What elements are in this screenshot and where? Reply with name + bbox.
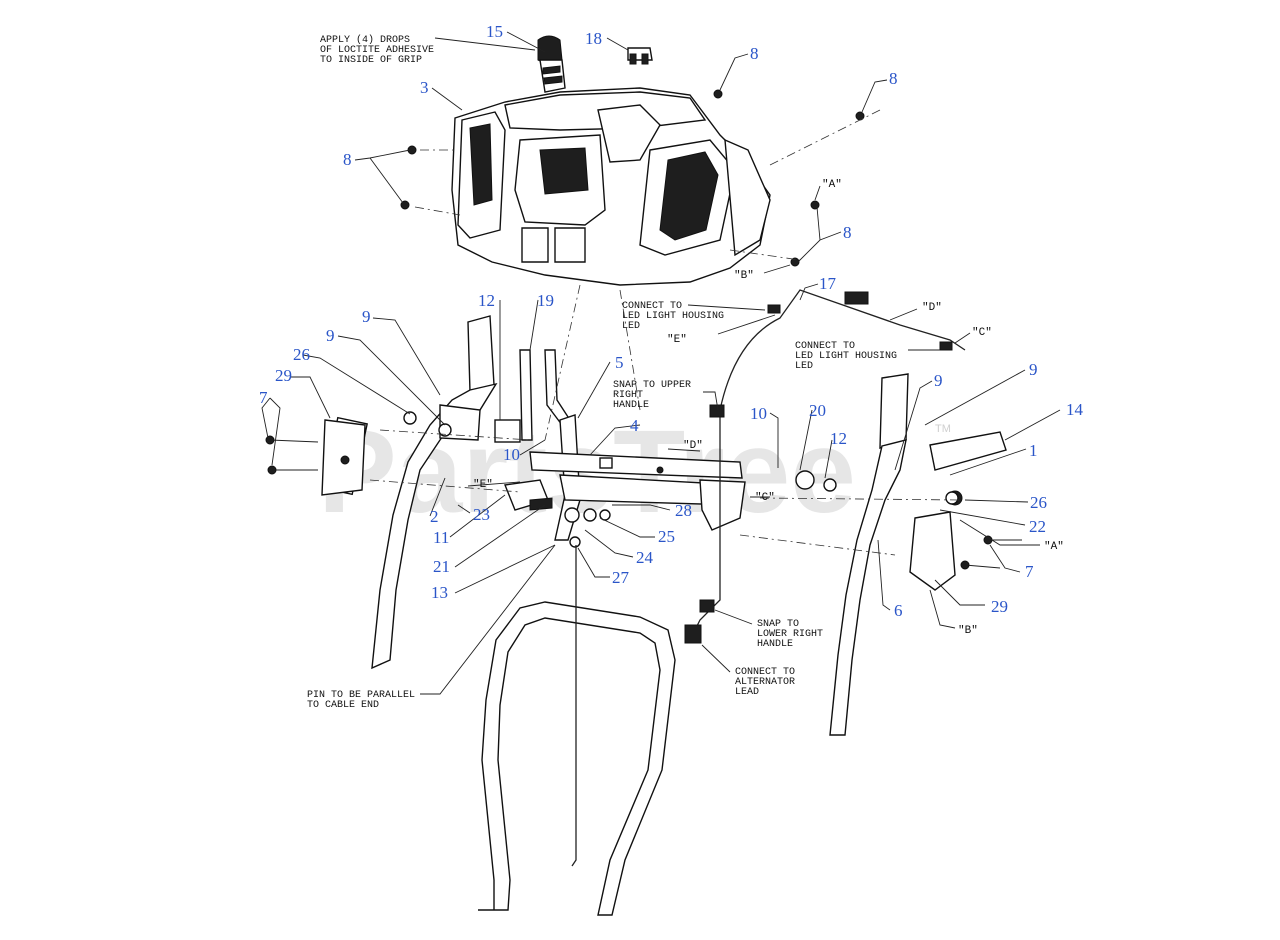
svg-text:CONNECT TO: CONNECT TO bbox=[735, 667, 795, 678]
svg-text:SNAP TO UPPER: SNAP TO UPPER bbox=[613, 380, 691, 391]
svg-text:CONNECT TO: CONNECT TO bbox=[622, 301, 682, 312]
callout-3: 3 bbox=[420, 78, 429, 97]
upper-right-handle bbox=[829, 373, 1007, 736]
note-alternator: CONNECT TO ALTERNATOR LEAD bbox=[735, 667, 795, 698]
callout-9: 9 bbox=[362, 307, 371, 326]
callout-17: 17 bbox=[819, 274, 837, 293]
ref-c-mid: "C" bbox=[755, 492, 775, 504]
wire-harness-part-17 bbox=[684, 289, 966, 644]
svg-text:CONNECT TO: CONNECT TO bbox=[795, 341, 855, 352]
callout-11: 11 bbox=[433, 528, 449, 547]
grip-part-15 bbox=[537, 35, 566, 93]
callout-15: 15 bbox=[486, 22, 503, 41]
callout-2: 2 bbox=[430, 507, 439, 526]
callout-18: 18 bbox=[585, 29, 602, 48]
callout-12: 12 bbox=[830, 429, 847, 448]
svg-text:APPLY (4) DROPS: APPLY (4) DROPS bbox=[320, 34, 410, 46]
svg-text:TO INSIDE OF GRIP: TO INSIDE OF GRIP bbox=[320, 55, 422, 66]
svg-text:LED: LED bbox=[622, 321, 640, 332]
callout-7: 7 bbox=[259, 388, 268, 407]
svg-text:HANDLE: HANDLE bbox=[613, 400, 649, 411]
callout-13: 13 bbox=[431, 583, 448, 602]
callout-21: 21 bbox=[433, 557, 450, 576]
callout-5: 5 bbox=[615, 353, 624, 372]
bracket-part-28 bbox=[699, 479, 746, 531]
ref-e-mid: "E" bbox=[473, 479, 493, 491]
note-snap-lower: SNAP TO LOWER RIGHT HANDLE bbox=[757, 619, 823, 650]
callout-1: 1 bbox=[1029, 441, 1038, 460]
ref-b-top: "B" bbox=[734, 270, 754, 282]
control-cable bbox=[571, 545, 577, 867]
note-pin-parallel: PIN TO BE PARALLEL TO CABLE END bbox=[307, 690, 415, 711]
callout-6: 6 bbox=[894, 601, 903, 620]
callout-26: 26 bbox=[293, 345, 310, 364]
svg-text:LED LIGHT HOUSING: LED LIGHT HOUSING bbox=[795, 351, 897, 362]
callout-4: 4 bbox=[630, 416, 639, 435]
callout-28: 28 bbox=[675, 501, 692, 520]
callout-19: 19 bbox=[537, 291, 554, 310]
note-loctite: APPLY (4) DROPS OF LOCTITE ADHESIVE TO I… bbox=[320, 34, 434, 66]
ref-d-mid: "D" bbox=[683, 440, 703, 452]
note-led-upper: CONNECT TO LED LIGHT HOUSING LED bbox=[622, 301, 724, 332]
callout-8: 8 bbox=[343, 150, 352, 169]
callout-8: 8 bbox=[889, 69, 898, 88]
callout-14: 14 bbox=[1066, 400, 1084, 419]
ref-b-right: "B" bbox=[958, 625, 978, 637]
watermark-trademark: TM bbox=[935, 423, 951, 435]
callout-12: 12 bbox=[478, 291, 495, 310]
lower-handle bbox=[478, 601, 676, 916]
ref-c-top: "C" bbox=[972, 327, 992, 339]
callout-27: 27 bbox=[612, 568, 630, 587]
callout-29: 29 bbox=[275, 366, 292, 385]
svg-text:PIN TO BE PARALLEL: PIN TO BE PARALLEL bbox=[307, 690, 415, 701]
svg-text:OF LOCTITE ADHESIVE: OF LOCTITE ADHESIVE bbox=[320, 45, 434, 56]
callout-25: 25 bbox=[658, 527, 675, 546]
svg-text:LOWER RIGHT: LOWER RIGHT bbox=[757, 629, 823, 640]
callout-10: 10 bbox=[503, 445, 520, 464]
svg-text:HANDLE: HANDLE bbox=[757, 639, 793, 650]
callout-22: 22 bbox=[1029, 517, 1046, 536]
callout-23: 23 bbox=[473, 505, 490, 524]
callout-8: 8 bbox=[843, 223, 852, 242]
ref-d-top: "D" bbox=[922, 302, 942, 314]
note-snap-upper: SNAP TO UPPER RIGHT HANDLE bbox=[613, 380, 691, 411]
svg-text:LED: LED bbox=[795, 361, 813, 372]
ref-a-top: "A" bbox=[822, 179, 842, 191]
callout-9: 9 bbox=[1029, 360, 1038, 379]
small-hardware bbox=[403, 411, 959, 548]
svg-text:ALTERNATOR: ALTERNATOR bbox=[735, 677, 795, 688]
callout-26: 26 bbox=[1030, 493, 1047, 512]
mounting-plate-left-29 bbox=[321, 419, 366, 496]
callout-10: 10 bbox=[750, 404, 767, 423]
svg-text:RIGHT: RIGHT bbox=[613, 390, 643, 401]
ref-e-top: "E" bbox=[667, 334, 687, 346]
callout-8: 8 bbox=[750, 44, 759, 63]
callout-20: 20 bbox=[809, 401, 826, 420]
callout-leaders bbox=[261, 31, 1061, 695]
ref-a-right: "A" bbox=[1044, 541, 1064, 553]
cross-tube-part-4 bbox=[529, 451, 743, 506]
svg-text:TO CABLE END: TO CABLE END bbox=[307, 700, 379, 711]
svg-text:SNAP TO: SNAP TO bbox=[757, 619, 799, 630]
callout-24: 24 bbox=[636, 548, 654, 567]
callout-9: 9 bbox=[326, 326, 335, 345]
bracket-part-18 bbox=[627, 47, 653, 65]
callout-7: 7 bbox=[1025, 562, 1034, 581]
svg-text:LEAD: LEAD bbox=[735, 687, 759, 698]
svg-text:LED LIGHT HOUSING: LED LIGHT HOUSING bbox=[622, 311, 724, 322]
control-panel-housing bbox=[451, 87, 771, 286]
callout-29: 29 bbox=[991, 597, 1008, 616]
alignment-lines bbox=[369, 109, 961, 556]
callout-9: 9 bbox=[934, 371, 943, 390]
note-led-right: CONNECT TO LED LIGHT HOUSING LED bbox=[795, 341, 897, 372]
